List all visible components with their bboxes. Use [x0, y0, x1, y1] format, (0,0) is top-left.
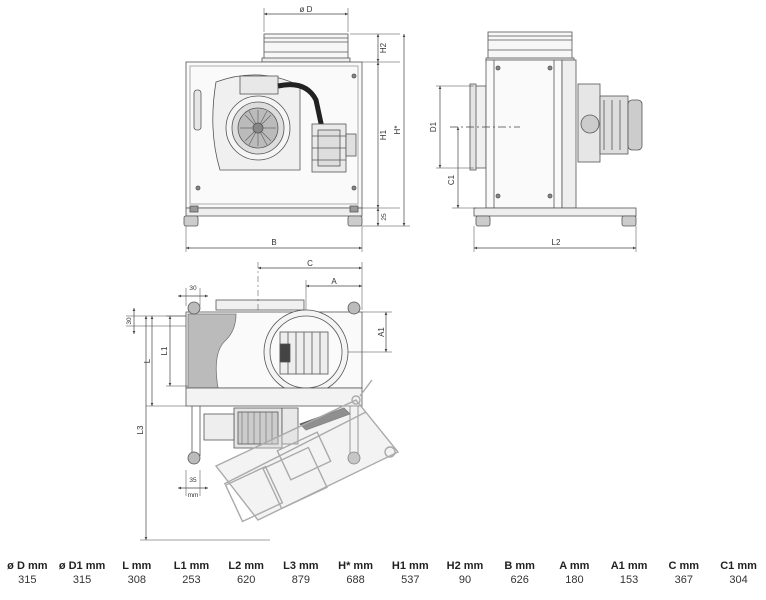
dim-label-h-small: 25	[381, 213, 388, 221]
table-header: C1 mm	[720, 560, 757, 572]
dim-label-c: C	[307, 259, 313, 268]
table-header: A1 mm	[610, 560, 648, 572]
table-cell: 308	[127, 574, 146, 586]
dim-label-v30: 30	[126, 317, 133, 325]
side-housing	[485, 59, 563, 209]
dimension-table: ø D mm ø D1 mm L mm L1 mm L2 mm L3 mm H*…	[0, 558, 766, 587]
dim-label-w30: 30	[189, 285, 197, 292]
table-cell: 315	[18, 574, 37, 586]
side-foot-right	[621, 215, 637, 227]
table-cell: 620	[236, 574, 256, 586]
top-scroll-shadow	[187, 313, 237, 389]
side-motor	[577, 83, 643, 163]
dim-label-c1: C1	[447, 174, 456, 185]
technical-drawing: ø D H2 H1 25 H* B	[126, 5, 643, 541]
table-cell: 315	[72, 574, 92, 586]
table-header: ø D mm	[7, 560, 48, 572]
top-outlet	[215, 299, 305, 311]
side-base-rail	[473, 207, 637, 217]
table-cell: 879	[291, 574, 311, 586]
front-outlet-collar	[261, 33, 351, 63]
front-dimensions	[185, 8, 410, 252]
front-view	[183, 33, 363, 227]
table-header: H1 mm	[391, 560, 429, 572]
front-scroll-housing	[212, 74, 301, 171]
top-impeller	[279, 331, 329, 375]
top-motor-swing-outline	[214, 379, 400, 523]
front-base-rail	[185, 207, 363, 217]
dim-label-d1: D1	[429, 121, 438, 132]
table-cell: 367	[674, 574, 693, 586]
side-outlet-collar	[485, 31, 575, 63]
table-header: L1 mm	[173, 560, 210, 572]
dim-label-h1: H1	[379, 129, 388, 140]
side-dimensions	[436, 85, 637, 252]
table-cell: 688	[346, 574, 365, 586]
dim-label-h2: H2	[379, 42, 388, 53]
dim-label-l: L	[143, 358, 152, 363]
front-junction-box	[239, 75, 279, 95]
table-cell: 253	[182, 574, 201, 586]
table-header: L3 mm	[283, 560, 319, 572]
dim-label-mm: mm	[188, 492, 199, 499]
top-corner-bolt-tr	[347, 301, 361, 315]
table-header: B mm	[504, 560, 535, 572]
table-cell: 153	[619, 574, 639, 586]
dim-label-b: B	[271, 238, 276, 247]
top-corner-bolt-bl	[187, 451, 201, 465]
front-foot-left	[183, 215, 199, 227]
dim-label-w35: 35	[189, 477, 197, 484]
front-foot-right	[347, 215, 363, 227]
dim-label-a1: A1	[377, 327, 386, 337]
front-cable	[277, 82, 325, 129]
dim-label-h-star: H*	[393, 126, 402, 135]
dim-label-l3: L3	[136, 425, 145, 434]
table-cell: 537	[401, 574, 420, 586]
table-header: H* mm	[338, 560, 373, 572]
top-corner-bolt-tl	[187, 301, 201, 315]
table-row: 315 315 308 253 620 879 688 537 90 626 1…	[0, 573, 766, 587]
table-header: C mm	[668, 560, 700, 572]
front-handle	[193, 89, 202, 131]
table-cell: 304	[729, 574, 748, 586]
dim-label-l2: L2	[552, 238, 561, 247]
dim-label-l1: L1	[160, 346, 169, 355]
table-header-row: ø D mm ø D1 mm L mm L1 mm L2 mm L3 mm H*…	[0, 558, 766, 573]
table-header: L2 mm	[228, 560, 264, 572]
table-cell: 180	[565, 574, 584, 586]
top-motor-assembly	[203, 407, 351, 449]
dim-label-a: A	[331, 277, 337, 286]
table-header: H2 mm	[446, 560, 484, 572]
top-view	[185, 299, 363, 465]
front-motor-block	[311, 123, 357, 173]
dim-label-phi-d: ø D	[300, 5, 313, 14]
side-view	[469, 31, 643, 227]
side-foot-left	[475, 215, 491, 227]
table-header: L mm	[122, 560, 152, 572]
top-corner-bolt-br	[347, 451, 361, 465]
table-header: ø D1 mm	[58, 560, 106, 572]
top-dimensions	[126, 262, 392, 541]
table-cell: 90	[458, 574, 472, 586]
table-cell: 626	[510, 574, 529, 586]
table-header: A mm	[559, 560, 590, 572]
